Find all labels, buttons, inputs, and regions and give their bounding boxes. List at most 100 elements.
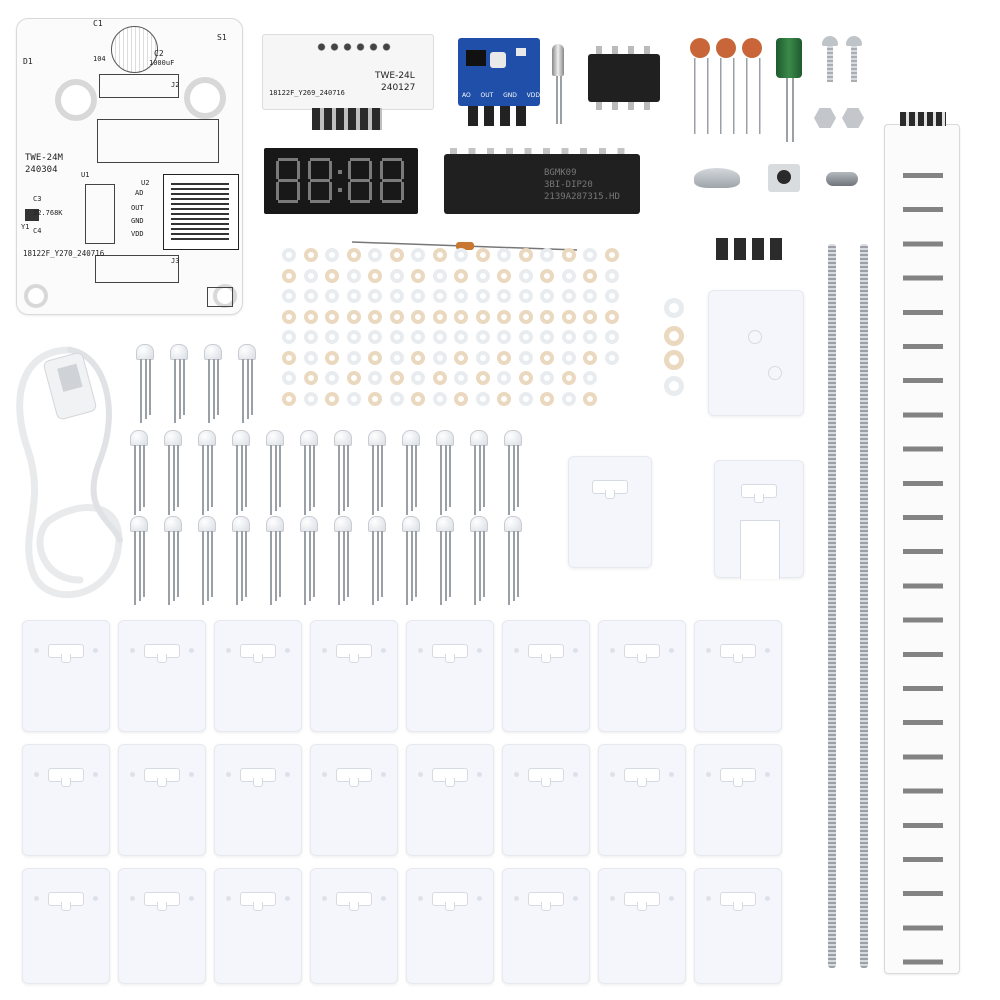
led xyxy=(504,516,522,605)
washer xyxy=(303,350,318,365)
led-leg xyxy=(173,445,175,511)
led-leg xyxy=(168,445,170,515)
led-leg xyxy=(202,445,204,515)
led-leg xyxy=(241,531,243,601)
led-leg xyxy=(343,531,345,601)
led-leg xyxy=(270,445,272,515)
washer xyxy=(432,391,447,406)
label-batch: 18122F_Y270_240716 xyxy=(23,249,105,258)
washer xyxy=(282,268,296,283)
panel-hole xyxy=(748,330,762,344)
module-header xyxy=(468,106,532,126)
led-leg xyxy=(508,531,510,605)
washer xyxy=(325,391,339,406)
label-crystal: 32.768K xyxy=(33,209,63,217)
led-dome xyxy=(300,516,318,532)
washer xyxy=(604,268,619,283)
panel-slot xyxy=(432,892,468,906)
washer xyxy=(303,289,318,303)
panel-slot xyxy=(528,892,564,906)
led-leg xyxy=(445,445,447,511)
ceramic-capacitor xyxy=(716,38,736,58)
panel-hole xyxy=(34,648,39,653)
washer xyxy=(518,330,533,344)
led xyxy=(300,430,318,515)
acrylic-panel xyxy=(502,620,590,732)
led-dome xyxy=(232,430,250,446)
threaded-rod xyxy=(828,244,836,968)
usb-cable-icon xyxy=(16,346,123,599)
panel-hole xyxy=(381,648,386,653)
washer xyxy=(411,248,425,262)
led-leg xyxy=(411,445,413,511)
mount-hole xyxy=(24,284,48,308)
panel-slot xyxy=(336,768,372,782)
led-leg xyxy=(304,445,306,515)
panel-hole xyxy=(93,648,98,653)
led-leg xyxy=(313,531,315,597)
label-j3: J3 xyxy=(171,257,180,265)
usb-c-port-icon xyxy=(826,172,858,186)
led-leg xyxy=(440,531,442,605)
washer xyxy=(325,289,339,303)
panel-slot xyxy=(144,644,180,658)
coin-battery-holder-icon xyxy=(694,168,740,188)
label-j2: J2 xyxy=(171,81,180,89)
panel-hole xyxy=(765,648,770,653)
display-pcb-date: 240127 xyxy=(381,83,416,93)
washer xyxy=(540,248,554,262)
led xyxy=(368,516,386,605)
washer xyxy=(346,289,361,303)
washer xyxy=(411,289,425,303)
hex-nut xyxy=(842,108,864,128)
washer xyxy=(325,350,339,365)
led-leg xyxy=(143,531,145,597)
led xyxy=(198,516,216,605)
screw xyxy=(846,36,862,46)
led-leg xyxy=(347,531,349,597)
washer xyxy=(389,330,404,344)
panel-slot xyxy=(720,892,756,906)
led-leg xyxy=(377,445,379,511)
washer xyxy=(389,350,404,365)
label-pin-vdd: VDD xyxy=(131,230,144,238)
washer xyxy=(368,391,382,406)
led-strip-pcb xyxy=(884,124,960,974)
acrylic-panel xyxy=(310,620,398,732)
module-pin-gnd: GND xyxy=(503,92,517,99)
panel-hole xyxy=(514,772,519,777)
ic-marking-line3: 2139A287315.HD xyxy=(544,192,620,202)
led xyxy=(334,516,352,605)
led-leg xyxy=(207,531,209,601)
washer xyxy=(368,268,382,283)
display-pcb-batch: 18122F_Y269_240716 xyxy=(269,89,345,97)
washer xyxy=(346,268,361,283)
label-pin-out: OUT xyxy=(131,204,144,212)
led-leg xyxy=(245,445,247,507)
panel-hole xyxy=(706,772,711,777)
panel-hole xyxy=(765,896,770,901)
label-c1: C1 xyxy=(93,19,103,28)
acrylic-panel xyxy=(214,620,302,732)
acrylic-panel xyxy=(118,620,206,732)
washer xyxy=(454,391,468,406)
display-pcb: TWE-24L 240127 18122F_Y269_240716 xyxy=(262,34,434,110)
washer xyxy=(497,350,511,365)
washer xyxy=(518,391,533,406)
washer xyxy=(325,371,339,385)
led-leg xyxy=(245,531,247,597)
led-dome xyxy=(130,516,148,532)
acrylic-panel xyxy=(22,868,110,984)
screw-shaft xyxy=(827,46,833,82)
panel-slot xyxy=(720,644,756,658)
led-leg xyxy=(207,445,209,511)
label-y1: Y1 xyxy=(21,223,30,231)
panel-hole xyxy=(130,648,135,653)
washer xyxy=(475,309,490,324)
led xyxy=(504,430,522,515)
label-pin-gnd: GND xyxy=(131,217,144,225)
washer xyxy=(368,248,382,262)
led-leg xyxy=(145,359,147,419)
washer xyxy=(540,350,554,365)
washer xyxy=(604,309,619,324)
